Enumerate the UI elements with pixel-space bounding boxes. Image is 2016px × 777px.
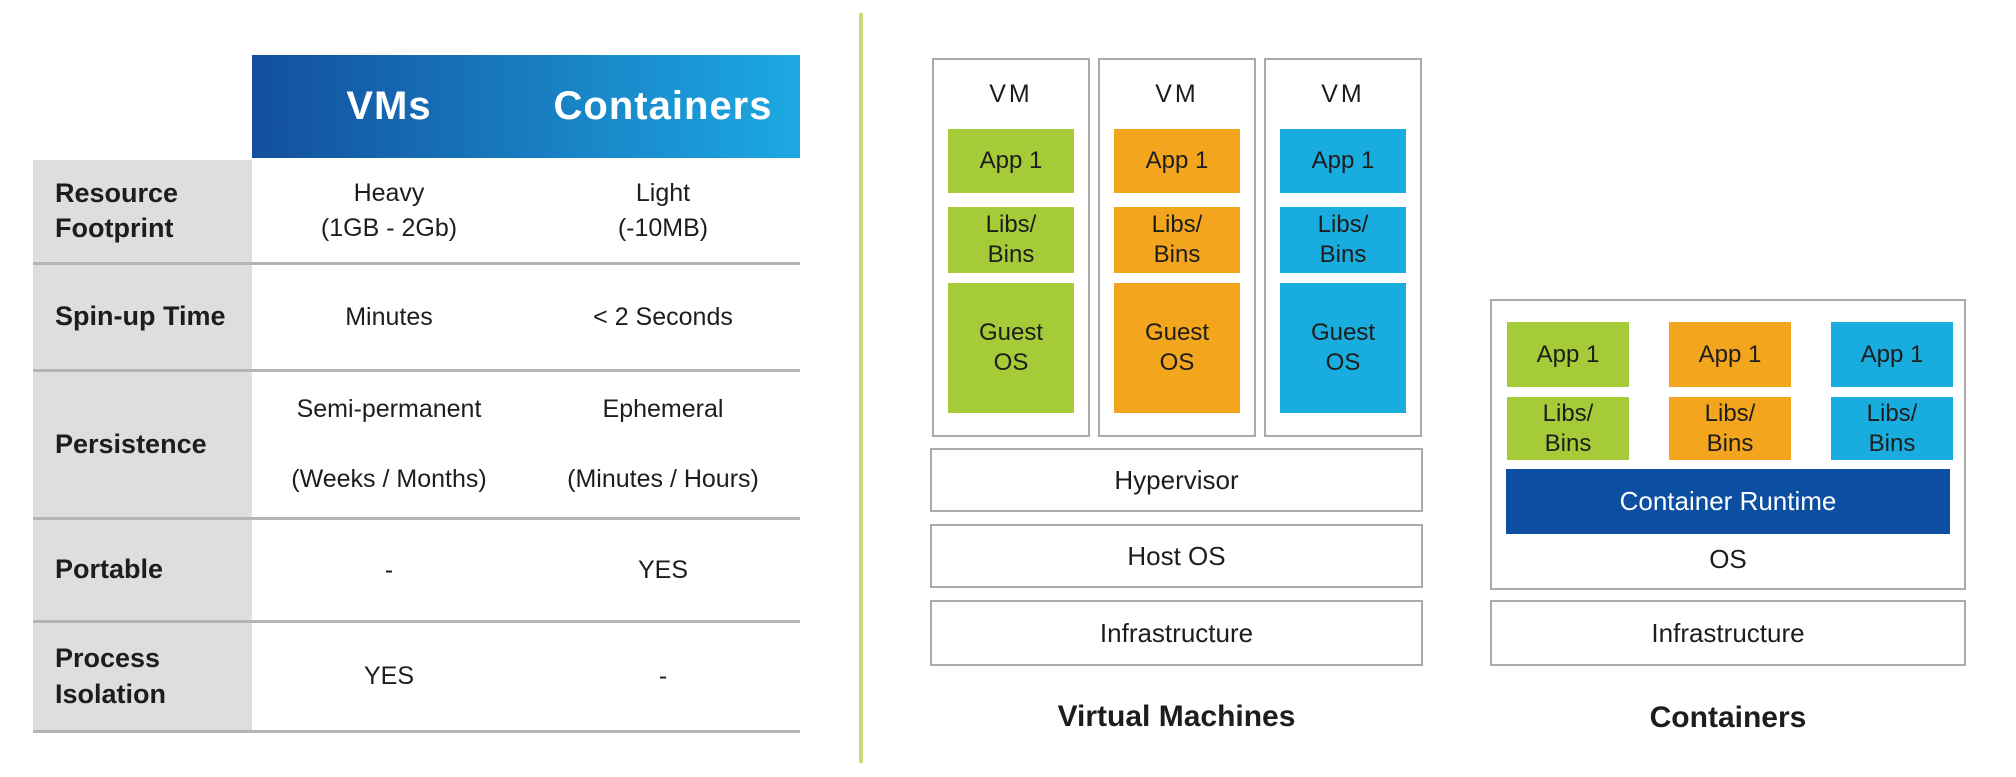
vm2-app-block: App 1 xyxy=(1114,129,1240,193)
vm1-guest-os-block: Guest OS xyxy=(948,283,1074,413)
vm-stack-layers: App 1 Libs/ Bins Guest OS xyxy=(1114,129,1240,413)
vm-label: VM xyxy=(1155,80,1199,108)
header-containers: Containers xyxy=(553,84,773,128)
container3-libs-bins-block: Libs/ Bins xyxy=(1831,397,1953,460)
cell-spin-up-time-vms: Minutes xyxy=(345,302,433,331)
table-row: Resource Footprint Heavy (1GB - 2Gb) Lig… xyxy=(33,160,800,265)
comparison-table: VMs Containers Resource Footprint Heavy … xyxy=(33,55,800,733)
header-vms: VMs xyxy=(346,84,432,128)
vm-infrastructure-layer: Infrastructure xyxy=(930,600,1423,666)
container3-app-block: App 1 xyxy=(1831,322,1953,387)
cell-persistence-containers: Ephemeral (Minutes / Hours) xyxy=(567,395,759,493)
vm-stack-layers: App 1 Libs/ Bins Guest OS xyxy=(1280,129,1406,413)
container-stack-3: App 1 Libs/ Bins xyxy=(1831,322,1953,460)
cell-resource-footprint-containers: Light (-10MB) xyxy=(617,179,709,242)
table-row: Portable - YES xyxy=(33,520,800,623)
cell-resource-footprint-vms: Heavy (1GB - 2Gb) xyxy=(320,179,458,242)
vm1-app-block: App 1 xyxy=(948,129,1074,193)
container-stack-2: App 1 Libs/ Bins xyxy=(1669,322,1791,460)
containers-caption: Containers xyxy=(1649,701,1807,734)
row-label-persistence: Persistence xyxy=(33,372,252,517)
host-os-layer: Host OS xyxy=(930,524,1423,588)
table-body: Resource Footprint Heavy (1GB - 2Gb) Lig… xyxy=(33,160,800,733)
cell-portable-containers: YES xyxy=(637,555,689,584)
container2-libs-bins-block: Libs/ Bins xyxy=(1669,397,1791,460)
row-label-resource-footprint: Resource Footprint xyxy=(33,160,252,262)
table-row: Process Isolation YES - xyxy=(33,623,800,733)
row-label-portable: Portable xyxy=(33,520,252,620)
vm-label: VM xyxy=(989,80,1033,108)
cell-portable-vms: - xyxy=(384,555,394,584)
table-row: Persistence Semi-permanent (Weeks / Mont… xyxy=(33,372,800,520)
cell-spin-up-time-containers: < 2 Seconds xyxy=(593,302,733,331)
vm-label: VM xyxy=(1321,80,1365,108)
container-stack-1: App 1 Libs/ Bins xyxy=(1507,322,1629,460)
vm-stack-1: VM App 1 Libs/ Bins Guest OS xyxy=(932,58,1090,437)
container1-libs-bins-block: Libs/ Bins xyxy=(1507,397,1629,460)
cell-persistence-vms: Semi-permanent (Weeks / Months) xyxy=(291,395,487,493)
containers-host-box: App 1 Libs/ Bins App 1 Libs/ Bins App 1 … xyxy=(1490,299,1966,590)
table-row: Spin-up Time Minutes < 2 Seconds xyxy=(33,265,800,372)
vm3-app-block: App 1 xyxy=(1280,129,1406,193)
containers-infrastructure-layer: Infrastructure xyxy=(1490,600,1966,666)
os-layer: OS xyxy=(1709,544,1747,574)
vm-stack-2: VM App 1 Libs/ Bins Guest OS xyxy=(1098,58,1256,437)
vm1-libs-bins-block: Libs/ Bins xyxy=(948,207,1074,273)
row-label-process-isolation: Process Isolation xyxy=(33,623,252,730)
vm3-guest-os-block: Guest OS xyxy=(1280,283,1406,413)
vm3-libs-bins-block: Libs/ Bins xyxy=(1280,207,1406,273)
hypervisor-layer: Hypervisor xyxy=(930,448,1423,512)
table-header: VMs Containers xyxy=(252,55,800,158)
vm2-guest-os-block: Guest OS xyxy=(1114,283,1240,413)
container2-app-block: App 1 xyxy=(1669,322,1791,387)
vertical-divider xyxy=(859,13,863,763)
cell-process-isolation-vms: YES xyxy=(363,662,415,690)
vm-stack-3: VM App 1 Libs/ Bins Guest OS xyxy=(1264,58,1422,437)
container1-app-block: App 1 xyxy=(1507,322,1629,387)
container-runtime-layer: Container Runtime xyxy=(1506,469,1950,534)
vm-stack-layers: App 1 Libs/ Bins Guest OS xyxy=(948,129,1074,413)
cell-process-isolation-containers: - xyxy=(658,662,668,690)
virtual-machines-caption: Virtual Machines xyxy=(1057,700,1296,733)
row-label-spin-up-time: Spin-up Time xyxy=(33,265,252,369)
vm2-libs-bins-block: Libs/ Bins xyxy=(1114,207,1240,273)
